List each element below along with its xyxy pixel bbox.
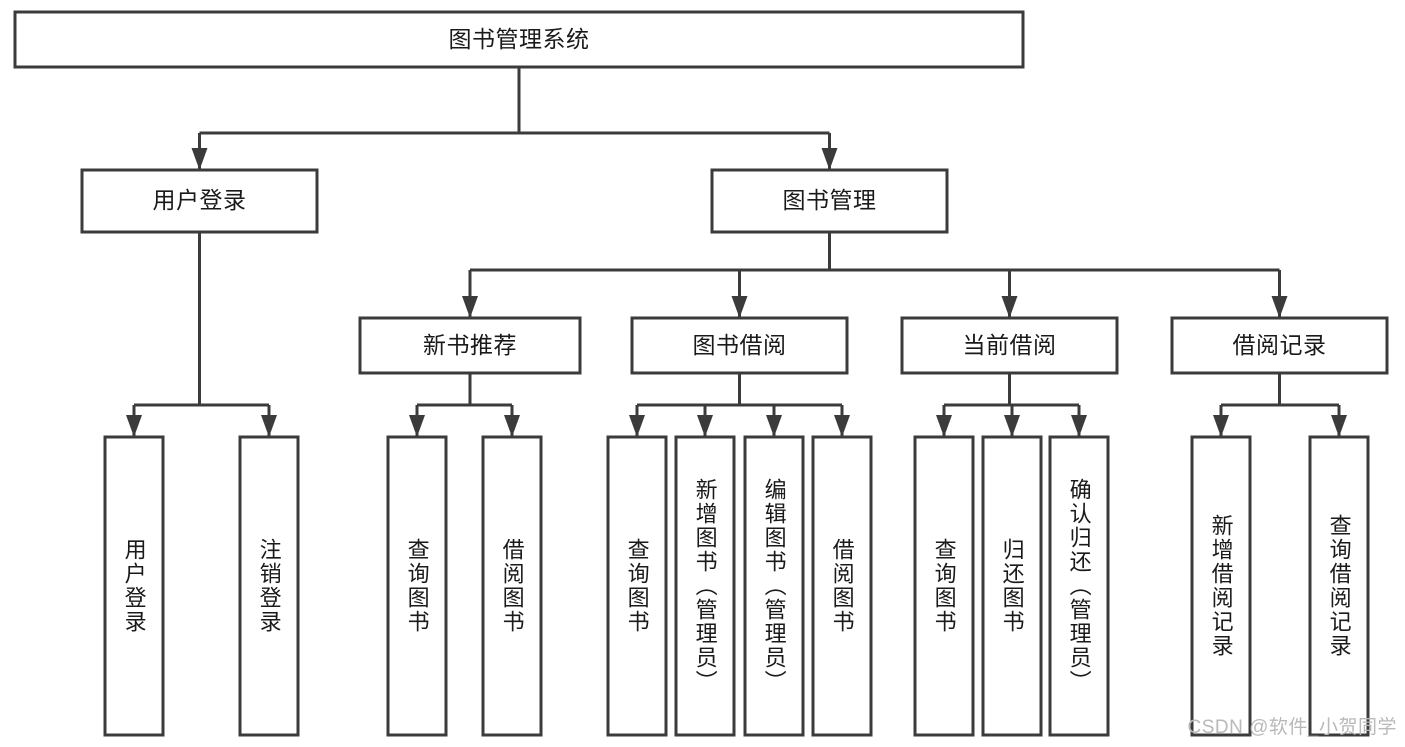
arrow-icon-book-mgmt-0 [462,296,478,318]
arrow-icon-current-0 [936,415,952,437]
arrow-icon-record-0 [1213,415,1229,437]
arrow-icon-borrow-1 [697,415,713,437]
leaf-box-借阅图书[interactable] [481,435,543,737]
leaf-box-编辑图书管理员[interactable] [743,435,805,737]
arrow-icon-book-mgmt-1 [731,296,748,318]
arrow-icon-book-mgmt-3 [1271,296,1288,318]
module-box-图书管理[interactable] [710,168,949,234]
arrow-icon-record-1 [1331,415,1347,437]
arrow-icon-book-mgmt-2 [1001,296,1018,318]
arrow-icon-newbook-0 [409,415,425,437]
leaf-box-查询借阅记录[interactable] [1308,435,1370,737]
leaf-box-归还图书[interactable] [981,435,1043,737]
submodule-box-当前借阅[interactable] [900,316,1119,375]
arrow-icon-current-2 [1071,415,1087,437]
leaf-box-查询图书[interactable] [913,435,975,737]
leaf-box-注销登录[interactable] [238,435,300,737]
leaf-box-确认归还管理员[interactable] [1048,435,1110,737]
arrow-icon-login-1 [261,415,277,437]
leaf-box-用户登录[interactable] [103,435,165,737]
arrow-icon-borrow-2 [766,415,782,437]
submodule-box-借阅记录[interactable] [1170,316,1389,375]
module-box-用户登录[interactable] [80,168,319,234]
arrow-icon-borrow-3 [834,415,850,437]
arrow-icon-login-0 [126,415,142,437]
arrow-icon-current-1 [1004,415,1020,437]
submodule-box-新书推荐[interactable] [358,316,582,375]
arrow-icon-borrow-0 [629,415,645,437]
leaf-box-新增图书管理员[interactable] [674,435,736,737]
leaf-box-新增借阅记录[interactable] [1190,435,1252,737]
leaf-box-查询图书[interactable] [386,435,448,737]
submodule-box-图书借阅[interactable] [630,316,849,375]
arrow-icon-newbook-1 [504,415,520,437]
arrow-icon-root-0 [191,148,208,170]
leaf-box-查询图书[interactable] [606,435,668,737]
root-box-图书管理系统[interactable] [13,10,1025,69]
arrow-icon-root-1 [821,148,838,170]
leaf-box-借阅图书[interactable] [811,435,873,737]
